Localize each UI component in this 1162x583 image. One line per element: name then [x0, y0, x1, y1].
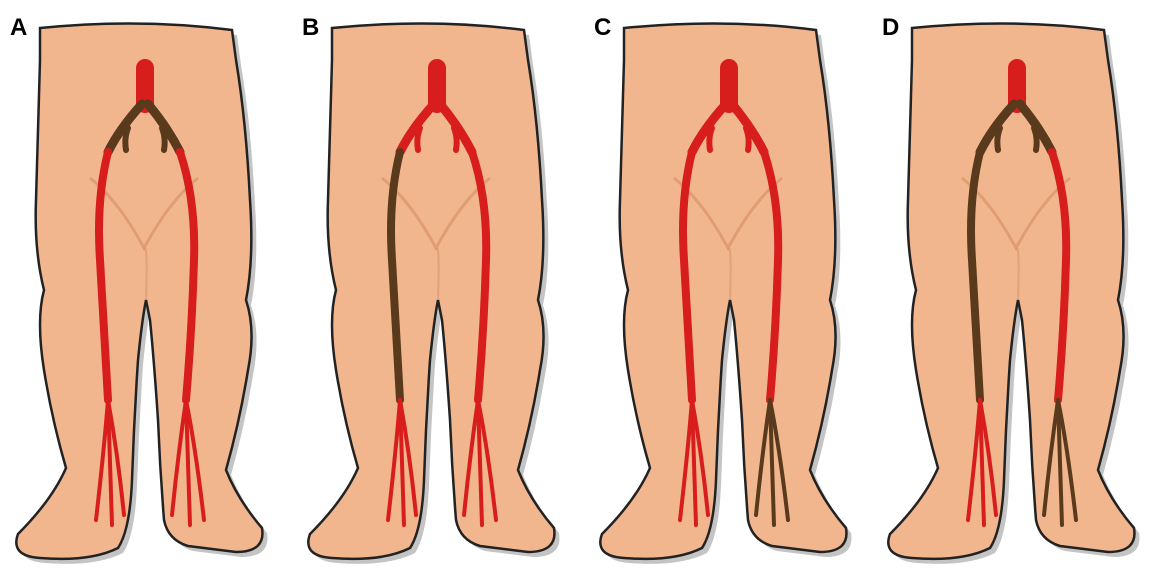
artery-branch-left: [746, 128, 749, 150]
panel-label-a: A: [10, 14, 27, 42]
panel-c: C: [584, 0, 874, 583]
panel-d: D: [872, 0, 1162, 583]
panel-a: A: [0, 0, 290, 583]
artery-branch-right: [125, 128, 128, 150]
artery-branch-left: [454, 128, 457, 150]
panel-label-c: C: [594, 14, 611, 42]
legs-figure-a: [0, 0, 290, 583]
artery-branch-right: [709, 128, 712, 150]
panel-label-d: D: [882, 14, 899, 42]
artery-branch-left: [1034, 128, 1037, 150]
legs-figure-d: [872, 0, 1162, 583]
artery-branch-left: [162, 128, 165, 150]
panel-label-b: B: [302, 14, 319, 42]
legs-figure-c: [584, 0, 874, 583]
legs-figure-b: [292, 0, 582, 583]
artery-branch-right: [417, 128, 420, 150]
panel-b: B: [292, 0, 582, 583]
artery-branch-right: [997, 128, 1000, 150]
